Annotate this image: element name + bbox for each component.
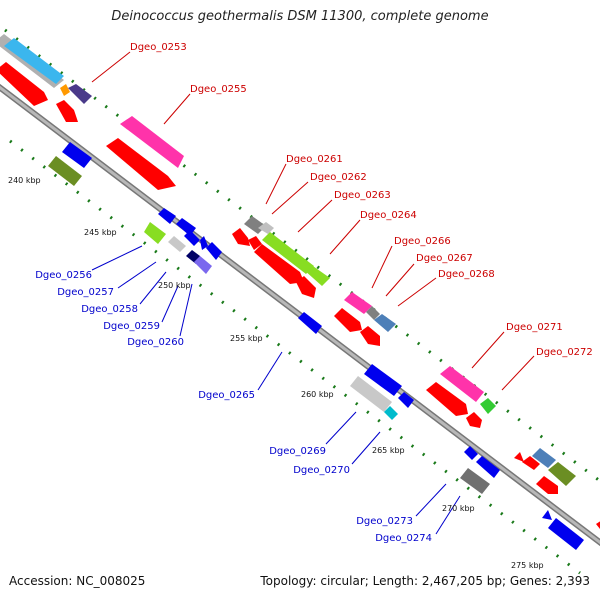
forward-genes [0,34,600,529]
tick-row-inner [9,139,581,575]
gene-red-5 [296,276,316,298]
gene-red-small-2 [248,236,262,250]
kbp-tick-labels: 240 kbp 245 kbp 250 kbp 255 kbp 260 kbp … [8,176,544,570]
gene-blue-268 [374,314,396,332]
label-dgeo-0267: Dgeo_0267 [416,253,473,264]
label-dgeo-0264: Dgeo_0264 [360,210,417,221]
tick-label-260: 260 kbp [301,390,334,399]
label-dgeo-0256: Dgeo_0256 [35,270,92,281]
gene-slate [194,256,212,274]
label-dgeo-0269: Dgeo_0269 [269,446,326,457]
tick-label-265: 265 kbp [372,446,405,455]
gene-blue-275 [548,518,584,550]
gene-pink-1 [120,116,184,168]
label-dgeo-0259: Dgeo_0259 [103,321,160,332]
gene-grey-274 [460,468,490,494]
tick-label-245: 245 kbp [84,228,117,237]
gene-red-2 [56,100,78,122]
gene-blue-265 [298,312,322,334]
label-dgeo-0258: Dgeo_0258 [81,304,138,315]
label-dgeo-0265: Dgeo_0265 [198,390,255,401]
backbone-highlight [0,85,600,545]
gene-blue-256 [158,208,176,224]
label-dgeo-0257: Dgeo_0257 [57,287,114,298]
gene-silver-269 [350,376,392,412]
gene-red-9 [466,412,482,428]
tick-label-255: 255 kbp [230,334,263,343]
gene-pink-271 [440,366,484,402]
label-dgeo-0253: Dgeo_0253 [130,42,187,53]
label-dgeo-0263: Dgeo_0263 [334,190,391,201]
gene-green-264 [304,264,330,286]
gene-red-small [232,228,250,246]
gene-green-257 [144,222,166,244]
label-dgeo-0261: Dgeo_0261 [286,154,343,165]
reverse-leaders [91,245,461,535]
label-dgeo-0255: Dgeo_0255 [190,84,247,95]
gene-cyan [4,38,64,84]
gene-red-8 [426,382,468,416]
gene-red-1 [0,62,48,106]
label-dgeo-0268: Dgeo_0268 [438,269,495,280]
gene-blue-small [200,236,208,250]
label-dgeo-0273: Dgeo_0273 [356,516,413,527]
gene-red-4 [254,244,304,284]
label-dgeo-0270: Dgeo_0270 [293,465,350,476]
gene-green-272 [480,398,496,414]
label-dgeo-0260: Dgeo_0260 [127,337,184,348]
label-dgeo-0271: Dgeo_0271 [506,322,563,333]
gene-olive [548,462,576,486]
gene-blue-273b [476,456,500,478]
gene-pink-266 [344,292,372,314]
tick-row-outer [4,28,600,483]
tick-label-240: 240 kbp [8,176,41,185]
gene-red-edge [596,521,600,529]
gene-red-6 [334,308,362,332]
tick-label-275: 275 kbp [511,561,544,570]
tick-label-250: 250 kbp [158,281,191,290]
gene-blue-tiny [542,510,552,520]
gene-blue-1 [62,142,92,168]
label-dgeo-0272: Dgeo_0272 [536,347,593,358]
gene-steelblue [532,448,556,468]
gene-blue-269 [364,364,402,396]
gene-teal-270 [384,406,398,420]
topology-summary: Topology: circular; Length: 2,467,205 bp… [260,574,590,588]
gene-blue-260 [184,230,200,246]
gene-grey-267 [366,306,380,320]
gene-silver-259 [168,236,186,252]
gene-orange [60,84,70,96]
map-title: Deinococcus geothermalis DSM 11300, comp… [111,9,489,24]
gene-silver-262 [258,222,274,234]
gene-purple [68,84,92,104]
gene-blue-small-2 [206,242,222,260]
accession-text: Accession: NC_008025 [9,574,146,588]
gene-olive-2 [48,156,82,186]
reverse-genes [48,142,584,550]
gene-red-11 [536,476,558,494]
tick-label-270: 270 kbp [442,504,475,513]
label-dgeo-0274: Dgeo_0274 [375,533,432,544]
gene-red-7 [360,326,380,346]
gene-green-263 [262,232,314,274]
gene-red-3 [106,138,176,190]
gene-blue-270b [398,392,414,408]
reverse-labels: Dgeo_0256 Dgeo_0257 Dgeo_0258 Dgeo_0259 … [35,270,432,544]
gene-blue-273 [464,446,478,460]
gene-red-10 [522,456,540,470]
forward-leaders [91,51,535,391]
gene-red-tiny [514,452,524,462]
forward-labels: Dgeo_0253 Dgeo_0255 Dgeo_0261 Dgeo_0262 … [130,42,593,358]
label-dgeo-0262: Dgeo_0262 [310,172,367,183]
label-dgeo-0266: Dgeo_0266 [394,236,451,247]
